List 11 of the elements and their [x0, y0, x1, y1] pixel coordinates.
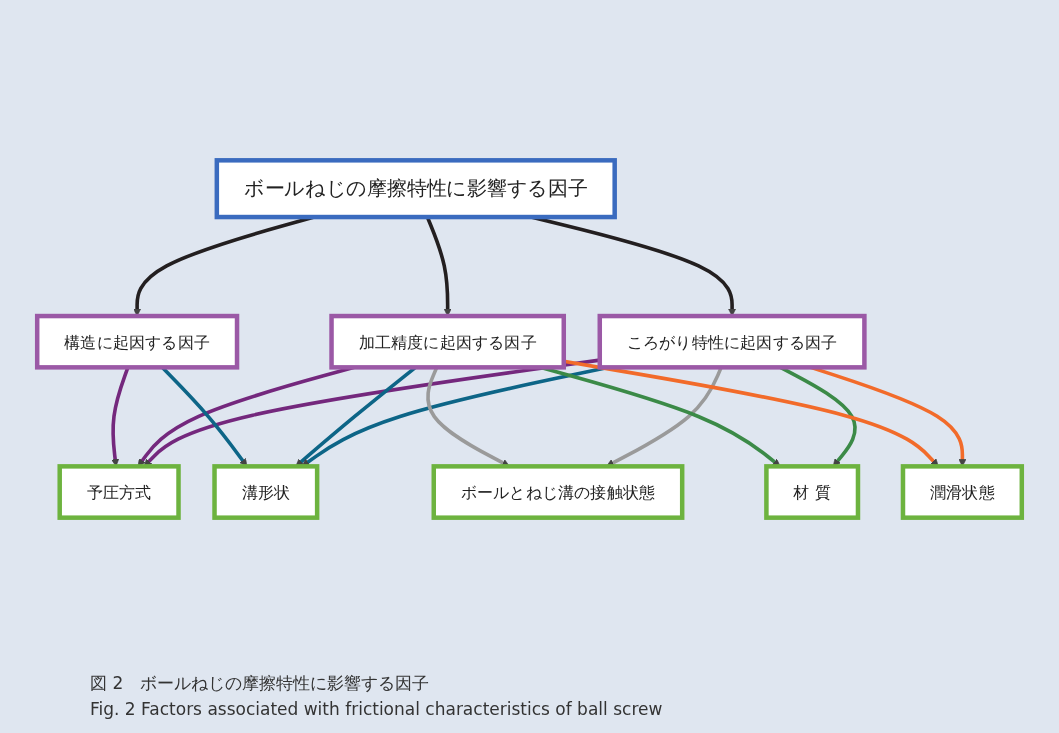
node-box: ボールとねじ溝の接触状態 — [431, 464, 685, 520]
node-box: 溝形状 — [212, 464, 320, 520]
node-box: ころがり特性に起因する因子 — [597, 313, 867, 370]
node-box: 構造に起因する因子 — [34, 313, 240, 370]
node-box: ボールねじの摩擦特性に影響する因子 — [214, 158, 617, 220]
figure-caption: 図 2 ボールねじの摩擦特性に影響する因子 — [90, 672, 431, 695]
node-box: 予圧方式 — [57, 464, 181, 520]
node-box: 加工精度に起因する因子 — [329, 313, 566, 370]
node-box: 材 質 — [764, 464, 861, 520]
figure-caption: Fig. 2 Factors associated with frictional characteristics of ball screw — [90, 699, 663, 719]
node-box: 潤滑状態 — [900, 464, 1025, 520]
